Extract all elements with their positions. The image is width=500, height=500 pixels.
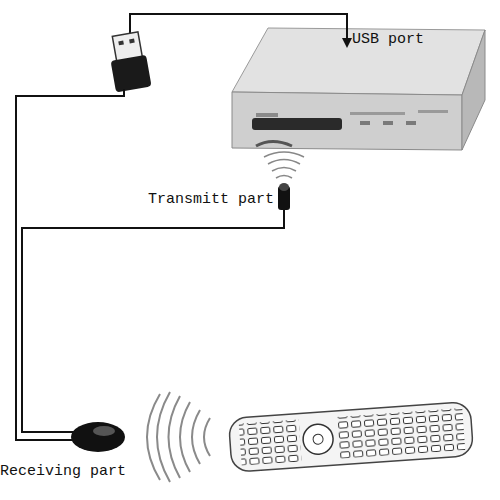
part-label: Receiving part [0,463,126,481]
arrow-head [342,38,352,48]
receiver-highlight [93,426,115,436]
ir-wave [157,392,170,482]
receiver-cable [16,89,124,440]
usb-plug-hole [118,41,124,46]
front-button [406,121,416,125]
d-pad [302,423,334,455]
ir-wave [264,152,304,157]
box-front [232,92,462,150]
usb-plug-hole [129,39,135,44]
usb-plug-body [111,55,152,93]
transmitter-led [279,183,289,191]
remote-control [228,402,473,473]
button-grid [239,420,302,466]
ir-wave [268,160,300,165]
ir-wave [204,418,210,456]
usb-cable [130,14,347,40]
ir-wave [192,410,200,464]
front-print [418,110,448,113]
display-panel [252,118,342,130]
ir-window [256,142,292,147]
button-grid [337,408,466,459]
front-print [350,112,405,115]
front-button [383,121,393,125]
front-button [360,121,370,125]
box-side [462,30,485,150]
ir-wave [169,396,181,478]
transmitter-cable [22,210,284,432]
usb-plug [106,31,151,92]
part-label: Transmitt part [148,191,274,209]
box-top [232,28,485,95]
ir-wave [276,176,292,179]
brand-mark [256,113,278,117]
part-label: USB port [352,31,424,49]
ir-wave [180,402,190,472]
receiving-part [71,422,125,452]
ir-wave [272,168,296,172]
remote-body [228,402,473,473]
ir-wave [147,394,160,480]
d-pad-center [313,434,324,445]
